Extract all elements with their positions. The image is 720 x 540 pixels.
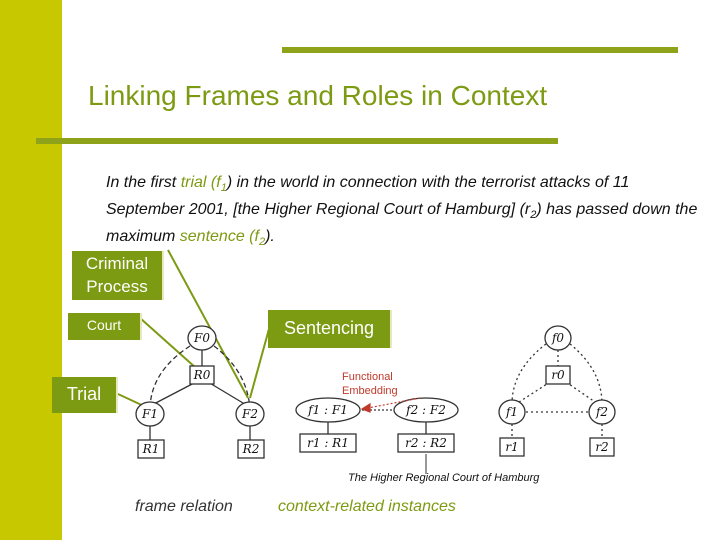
label-r2: r2 — [595, 440, 608, 454]
example-sentence: In the first trial (f1) in the world in … — [106, 172, 702, 254]
edge — [149, 345, 191, 411]
embedding-arrowhead — [360, 402, 371, 413]
node-f2F2 — [393, 397, 459, 423]
label-r1: r1 — [505, 440, 518, 454]
title-underline — [36, 138, 558, 144]
functional-embedding-label: Functional Embedding — [342, 371, 398, 397]
edge — [207, 381, 249, 407]
label-F2: F2 — [241, 407, 258, 421]
label-F0: F0 — [193, 331, 210, 345]
slide-title: Linking Frames and Roles in Context — [88, 80, 548, 111]
r2-sub: 2 — [530, 209, 537, 222]
edge — [565, 381, 599, 405]
label-R2: R2 — [242, 442, 260, 456]
label-R0: R0 — [193, 368, 211, 382]
node-F2 — [235, 401, 265, 427]
f2-sub: 2 — [258, 236, 266, 249]
node-R2 — [237, 439, 265, 459]
embedding-arrow — [367, 397, 421, 409]
label-R1: R1 — [142, 442, 160, 456]
label-r1R1: r1 : R1 — [307, 436, 349, 450]
sentence-part: ). — [265, 228, 275, 246]
node-F1 — [135, 401, 165, 427]
sentencing-label: Sentencing — [283, 318, 375, 338]
criminal-process-label: Criminal Process — [85, 254, 149, 296]
edge — [515, 381, 551, 405]
node-f1F1 — [295, 397, 361, 423]
callout-line — [167, 249, 249, 399]
trial-word: trial — [180, 174, 207, 191]
edge — [213, 345, 251, 411]
label-F1: F1 — [141, 407, 158, 421]
sentence-part: ) in the world in connection with the te… — [106, 174, 630, 219]
f1-marker: (f — [206, 174, 221, 191]
frame-relation-caption: frame relation — [135, 498, 233, 515]
label-r2R2: r2 : R2 — [405, 436, 447, 450]
court-box: Court — [68, 313, 142, 340]
node-r0 — [545, 365, 571, 385]
node-r2R2 — [397, 433, 455, 453]
label-r0: r0 — [551, 368, 565, 382]
label-f2: f2 — [595, 405, 608, 419]
context-instances-caption: context-related instances — [278, 498, 456, 515]
node-R0 — [189, 365, 215, 385]
label-f0: f0 — [551, 331, 564, 345]
sentence-part: ) has passed down the maximum — [106, 201, 698, 246]
edge — [149, 381, 197, 407]
top-rule — [282, 47, 678, 53]
node-r2 — [589, 437, 615, 457]
left-accent-bar — [0, 0, 62, 540]
sentence-part: In the first — [106, 174, 181, 191]
edge — [569, 343, 603, 405]
label-f1: f1 — [505, 405, 518, 419]
node-f1 — [498, 399, 526, 425]
court-name-label: The Higher Regional Court of Hamburg — [348, 472, 540, 484]
f2-marker: (f — [244, 228, 259, 246]
node-R1 — [137, 439, 165, 459]
sentencing-box: Sentencing — [268, 310, 392, 348]
node-f2 — [588, 399, 616, 425]
node-F0 — [187, 325, 217, 351]
trial-box: Trial — [52, 377, 118, 413]
node-r1R1 — [299, 433, 357, 453]
label-f1F1: f1 : F1 — [307, 403, 348, 417]
trial-label: Trial — [66, 384, 102, 404]
label-f2F2: f2 : F2 — [405, 403, 446, 417]
sentence-word: sentence — [179, 228, 245, 246]
edge — [511, 343, 547, 405]
node-r1 — [499, 437, 525, 457]
callout-line — [139, 317, 197, 369]
node-f0 — [544, 325, 572, 351]
f1-sub: 1 — [220, 182, 227, 195]
court-label: Court — [86, 317, 122, 333]
criminal-process-box: Criminal Process — [72, 251, 164, 300]
